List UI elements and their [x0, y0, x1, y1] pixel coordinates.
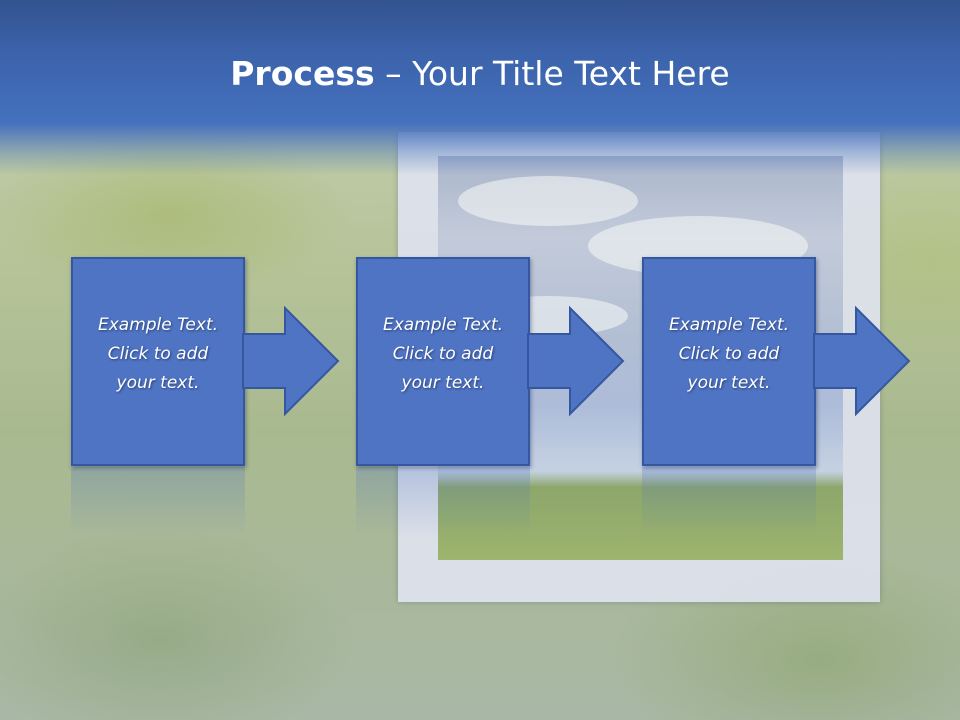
- step-3-text[interactable]: Example Text. Click to add your text.: [644, 311, 814, 398]
- title-bar: Process – Your Title Text Here: [0, 0, 960, 175]
- step-3-line-1: Example Text.: [668, 315, 790, 335]
- step-2-reflection: [356, 467, 530, 537]
- step-2-text[interactable]: Example Text. Click to add your text.: [358, 311, 528, 398]
- step-3-reflection: [642, 467, 816, 537]
- step-1-reflection: [71, 467, 245, 537]
- step-2-line-3: your text.: [401, 373, 485, 393]
- step-3-line-2: Click to add: [678, 344, 780, 364]
- step-1-line-1: Example Text.: [97, 315, 219, 335]
- title-rest: – Your Title Text Here: [374, 54, 730, 93]
- title-bold: Process: [230, 54, 375, 93]
- process-step-2[interactable]: Example Text. Click to add your text.: [356, 257, 530, 466]
- arrow-right-icon[interactable]: [242, 305, 343, 417]
- slide-title[interactable]: Process – Your Title Text Here: [0, 52, 960, 96]
- step-1-line-2: Click to add: [107, 344, 209, 364]
- process-step-3[interactable]: Example Text. Click to add your text.: [642, 257, 816, 466]
- step-2-line-1: Example Text.: [382, 315, 504, 335]
- arrow-right-icon[interactable]: [527, 305, 628, 417]
- step-2-line-2: Click to add: [392, 344, 494, 364]
- step-1-line-3: your text.: [116, 373, 200, 393]
- arrow-right-icon[interactable]: [813, 305, 914, 417]
- process-step-1[interactable]: Example Text. Click to add your text.: [71, 257, 245, 466]
- step-3-line-3: your text.: [687, 373, 771, 393]
- step-1-text[interactable]: Example Text. Click to add your text.: [73, 311, 243, 398]
